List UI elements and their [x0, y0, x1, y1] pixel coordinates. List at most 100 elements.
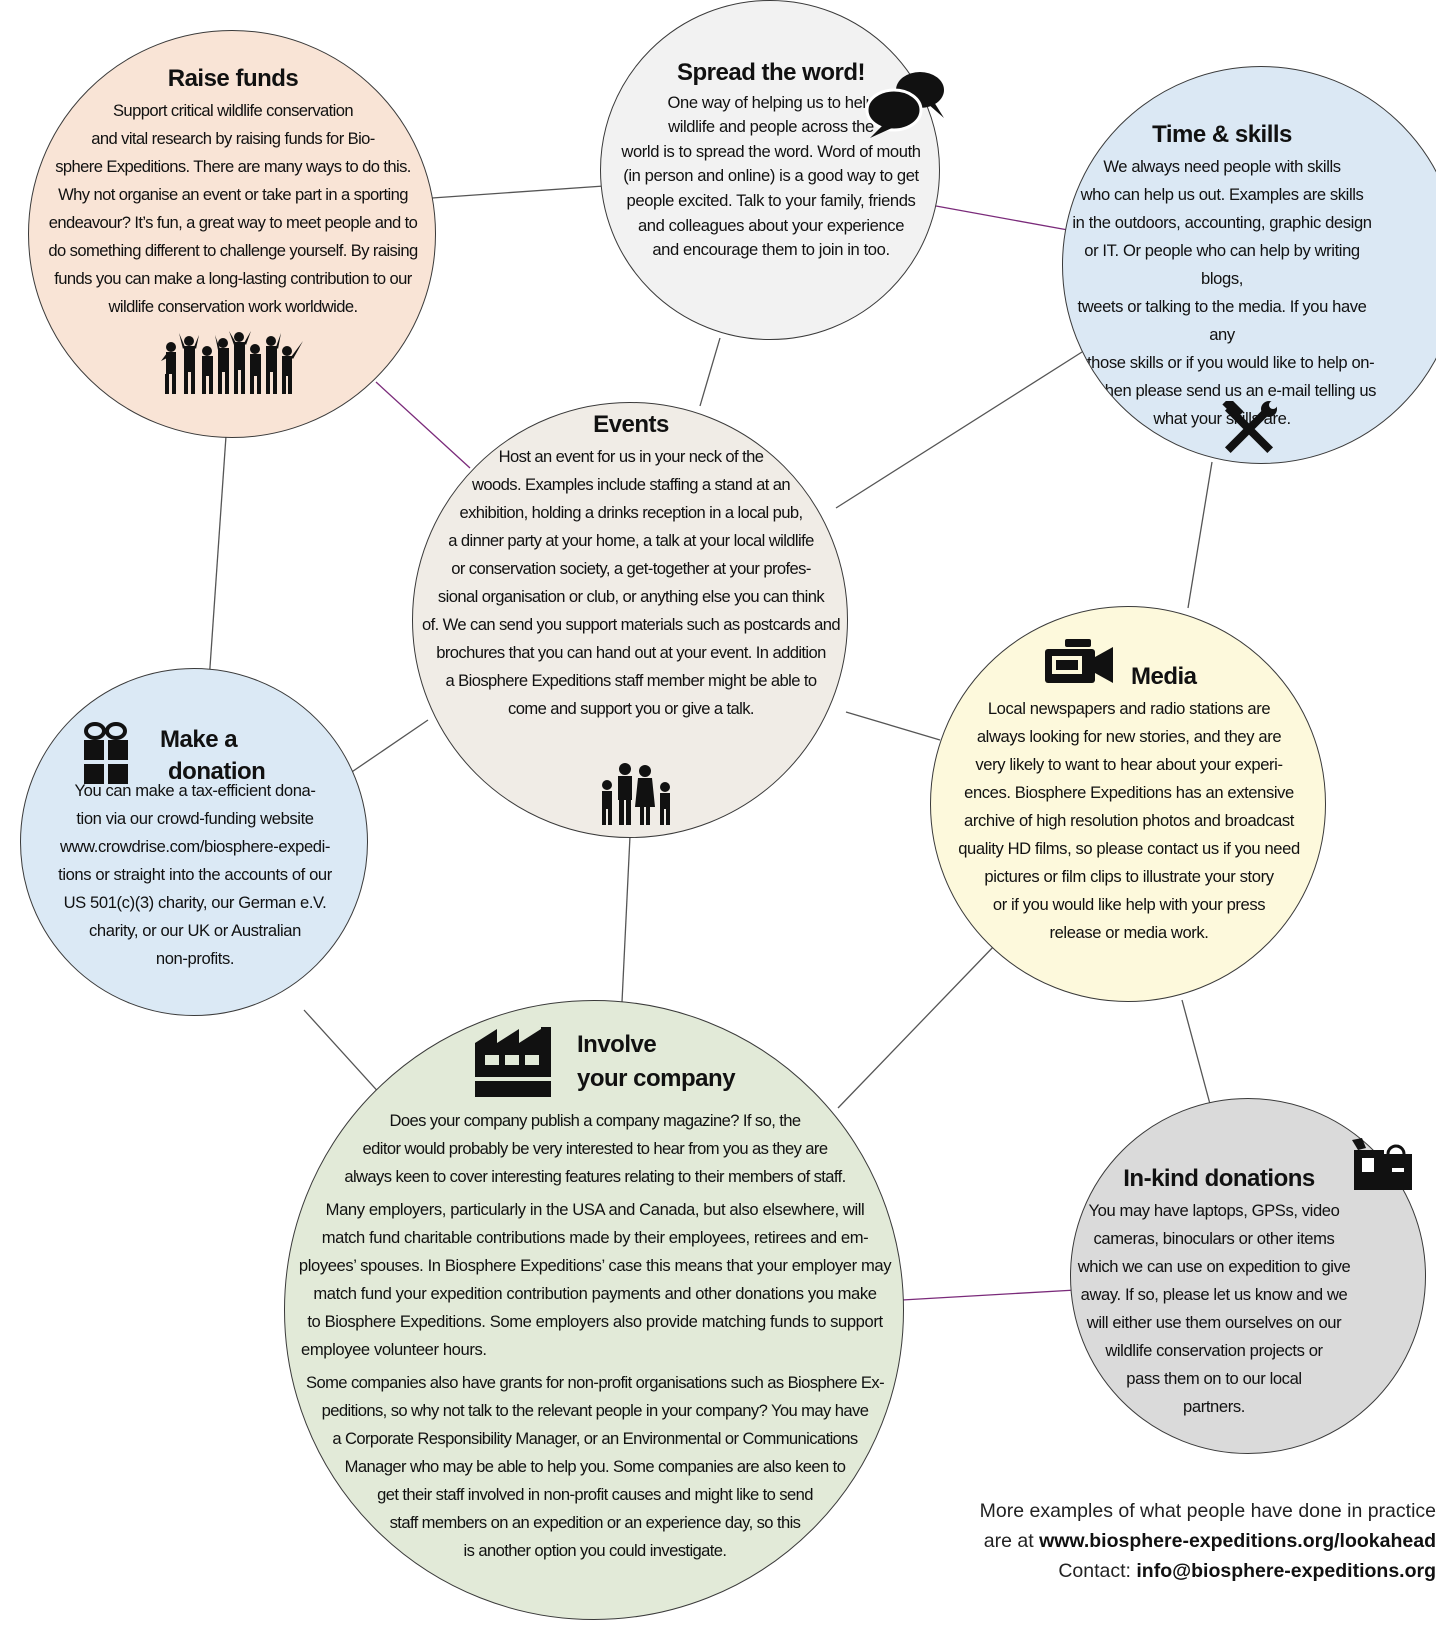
- company-para3-line: Manager who may be able to help you. Som…: [344, 1457, 846, 1476]
- gift-icon: [84, 722, 128, 784]
- shopping-bags-icon: [1352, 1138, 1412, 1190]
- donation-line: charity, or our UK or Australian: [89, 921, 301, 940]
- footer-line2-prefix: are at: [983, 1530, 1040, 1552]
- donation-line: You can make a tax-efficient dona-: [74, 781, 316, 800]
- media-line: quality HD films, so please contact us i…: [958, 838, 1300, 858]
- footer-email-link[interactable]: info@biosphere-expeditions.org: [1136, 1560, 1436, 1582]
- connector-raise-donation: [207, 435, 227, 697]
- connector-events-donation: [339, 719, 429, 781]
- connector-events-company: [621, 835, 631, 1003]
- spread-word-line: One way of helping us to help: [667, 92, 875, 112]
- node-events: Events Host an event for us in your neck…: [412, 402, 848, 838]
- media-line: archive of high resolution photos and br…: [964, 810, 1294, 830]
- spread-word-line: (in person and online) is a good way to …: [623, 166, 919, 186]
- in-kind-line: which we can use on expedition to give: [1077, 1256, 1351, 1276]
- connector-time-media: [1187, 461, 1213, 609]
- events-line: Host an event for us in your neck of the: [498, 446, 764, 466]
- time-skills-line: We always need people with skills: [1103, 156, 1341, 176]
- in-kind-line: will either use them ourselves on our: [1086, 1312, 1342, 1332]
- footer-line1: More examples of what people have done i…: [979, 1500, 1436, 1522]
- connector-raise-events: [375, 381, 471, 469]
- company-para3-line: a Corporate Responsibility Manager, or a…: [332, 1429, 858, 1448]
- company-para2-line: to Biosphere Expeditions. Some employers…: [307, 1312, 883, 1331]
- time-skills-line: tweets or talking to the media. If you h…: [1077, 296, 1367, 344]
- spread-word-line: and colleagues about your experience: [637, 215, 905, 235]
- company-para3-line: is another option you could investigate.: [463, 1541, 728, 1560]
- company-para3-line: get their staff involved in non-profit c…: [377, 1485, 813, 1504]
- connector-company-kind: [901, 1289, 1077, 1301]
- company-para1-line: Does your company publish a company maga…: [389, 1111, 802, 1130]
- in-kind-line: wildlife conservation projects or: [1105, 1340, 1323, 1360]
- media-line: ences. Biosphere Expeditions has an exte…: [964, 782, 1294, 802]
- time-skills-line: of those skills or if you would like to …: [1069, 352, 1375, 372]
- donation-line: www.crowdrise.com/biosphere-expedi-: [59, 837, 331, 856]
- media-line: pictures or film clips to illustrate you…: [984, 866, 1274, 886]
- time-skills-line: who can help us out. Examples are skills: [1080, 184, 1364, 204]
- events-line: woods. Examples include staffing a stand…: [471, 474, 791, 494]
- time-skills-line: or IT. Or people who can help by writing…: [1084, 240, 1360, 288]
- raise-funds-line: endeavour? It’s fun, a great way to meet…: [48, 212, 418, 232]
- donation-title-line2: donation: [168, 757, 266, 785]
- connector-spread-events: [699, 337, 721, 407]
- company-para1-line: editor would probably be very interested…: [362, 1139, 829, 1158]
- events-line: a Biosphere Expeditions staff member mig…: [445, 670, 818, 690]
- family-icon: [602, 763, 670, 825]
- company-para2-line: match fund your expedition contribution …: [313, 1284, 877, 1303]
- raise-funds-line: do something different to challenge your…: [48, 240, 418, 260]
- events-line: a dinner party at your home, a talk at y…: [448, 530, 814, 550]
- media-line: release or media work.: [1049, 922, 1209, 942]
- events-line: or conservation society, a get-together …: [451, 558, 811, 578]
- node-involve-your-company: Involve your company Does your company p…: [284, 1000, 904, 1620]
- events-line: exhibition, holding a drinks reception i…: [459, 502, 803, 522]
- in-kind-line: away. If so, please let us know and we: [1080, 1284, 1348, 1304]
- media-line: very likely to want to hear about your e…: [975, 754, 1283, 774]
- spread-word-line: and encourage them to join in too.: [652, 240, 890, 260]
- events-title: Events: [593, 411, 669, 438]
- speech-bubbles-icon: [865, 72, 944, 138]
- company-para2-line: Many employers, particularly in the USA …: [325, 1200, 865, 1219]
- footer-line3-prefix: Contact:: [1058, 1560, 1137, 1582]
- donation-line: US 501(c)(3) charity, our German e.V.: [63, 893, 327, 912]
- events-line: come and support you or give a talk.: [508, 698, 755, 718]
- donation-title-line1: Make a: [160, 726, 238, 753]
- spread-word-line: wildlife and people across the: [668, 117, 874, 137]
- connector-raise-spread: [431, 185, 605, 199]
- in-kind-line: cameras, binoculars or other items: [1093, 1228, 1335, 1248]
- spread-word-line: world is to spread the word. Word of mou…: [621, 141, 921, 161]
- connector-spread-time: [935, 205, 1069, 231]
- node-time-and-skills: Time & skills We always need people with…: [1062, 66, 1436, 464]
- raise-funds-line: sphere Expeditions. There are many ways …: [55, 156, 411, 176]
- spread-word-title: Spread the word!: [676, 59, 866, 86]
- company-title-line1: Involve: [577, 1031, 657, 1058]
- raise-funds-line: Support critical wildlife conservation: [112, 100, 354, 120]
- in-kind-line: partners.: [1183, 1396, 1245, 1416]
- raise-funds-title: Raise funds: [167, 65, 299, 92]
- crowd-silhouette-icon: [161, 331, 303, 394]
- time-skills-line: line, then please send us an e-mail tell…: [1067, 380, 1377, 400]
- donation-title: Make a donation: [160, 726, 266, 785]
- in-kind-title: In-kind donations: [1123, 1165, 1315, 1192]
- in-kind-line: You may have laptops, GPSs, video: [1088, 1200, 1340, 1220]
- events-line: brochures that you can hand out at your …: [436, 642, 826, 662]
- connector-time-events: [835, 351, 1083, 509]
- footer-lookahead-link[interactable]: www.biosphere-expeditions.org/lookahead: [1039, 1530, 1436, 1552]
- time-skills-title: Time & skills: [1152, 121, 1292, 148]
- media-line: Local newspapers and radio stations are: [987, 698, 1271, 718]
- company-para2-line: employee volunteer hours.: [301, 1340, 487, 1359]
- events-line: of. We can send you support materials su…: [421, 614, 841, 634]
- footer-line3: Contact: info@biosphere-expeditions.org: [816, 1560, 1436, 1583]
- company-title-line2: your company: [577, 1064, 736, 1092]
- company-para3-line: staff members on an expedition or an exp…: [389, 1513, 801, 1532]
- node-media: Media Local newspapers and radio station…: [930, 606, 1326, 1002]
- company-para3-line: Some companies also have grants for non-…: [305, 1373, 885, 1392]
- company-para2-line: ployees’ spouses. In Biosphere Expeditio…: [298, 1256, 892, 1275]
- connector-media-kind: [1181, 999, 1211, 1105]
- donation-line: tions or straight into the accounts of o…: [58, 865, 332, 884]
- node-make-a-donation: You can make a tax-efficient dona- tion …: [20, 668, 368, 1016]
- company-para1-line: always keen to cover interesting feature…: [344, 1167, 846, 1186]
- raise-funds-line: and vital research by raising funds for …: [91, 128, 375, 148]
- node-spread-the-word: Spread the word! One way of helping us t…: [600, 0, 940, 340]
- in-kind-line: pass them on to our local: [1126, 1368, 1302, 1388]
- company-para2-line: match fund charitable contributions made…: [321, 1228, 869, 1247]
- donation-line: tion via our crowd-funding website: [76, 809, 314, 828]
